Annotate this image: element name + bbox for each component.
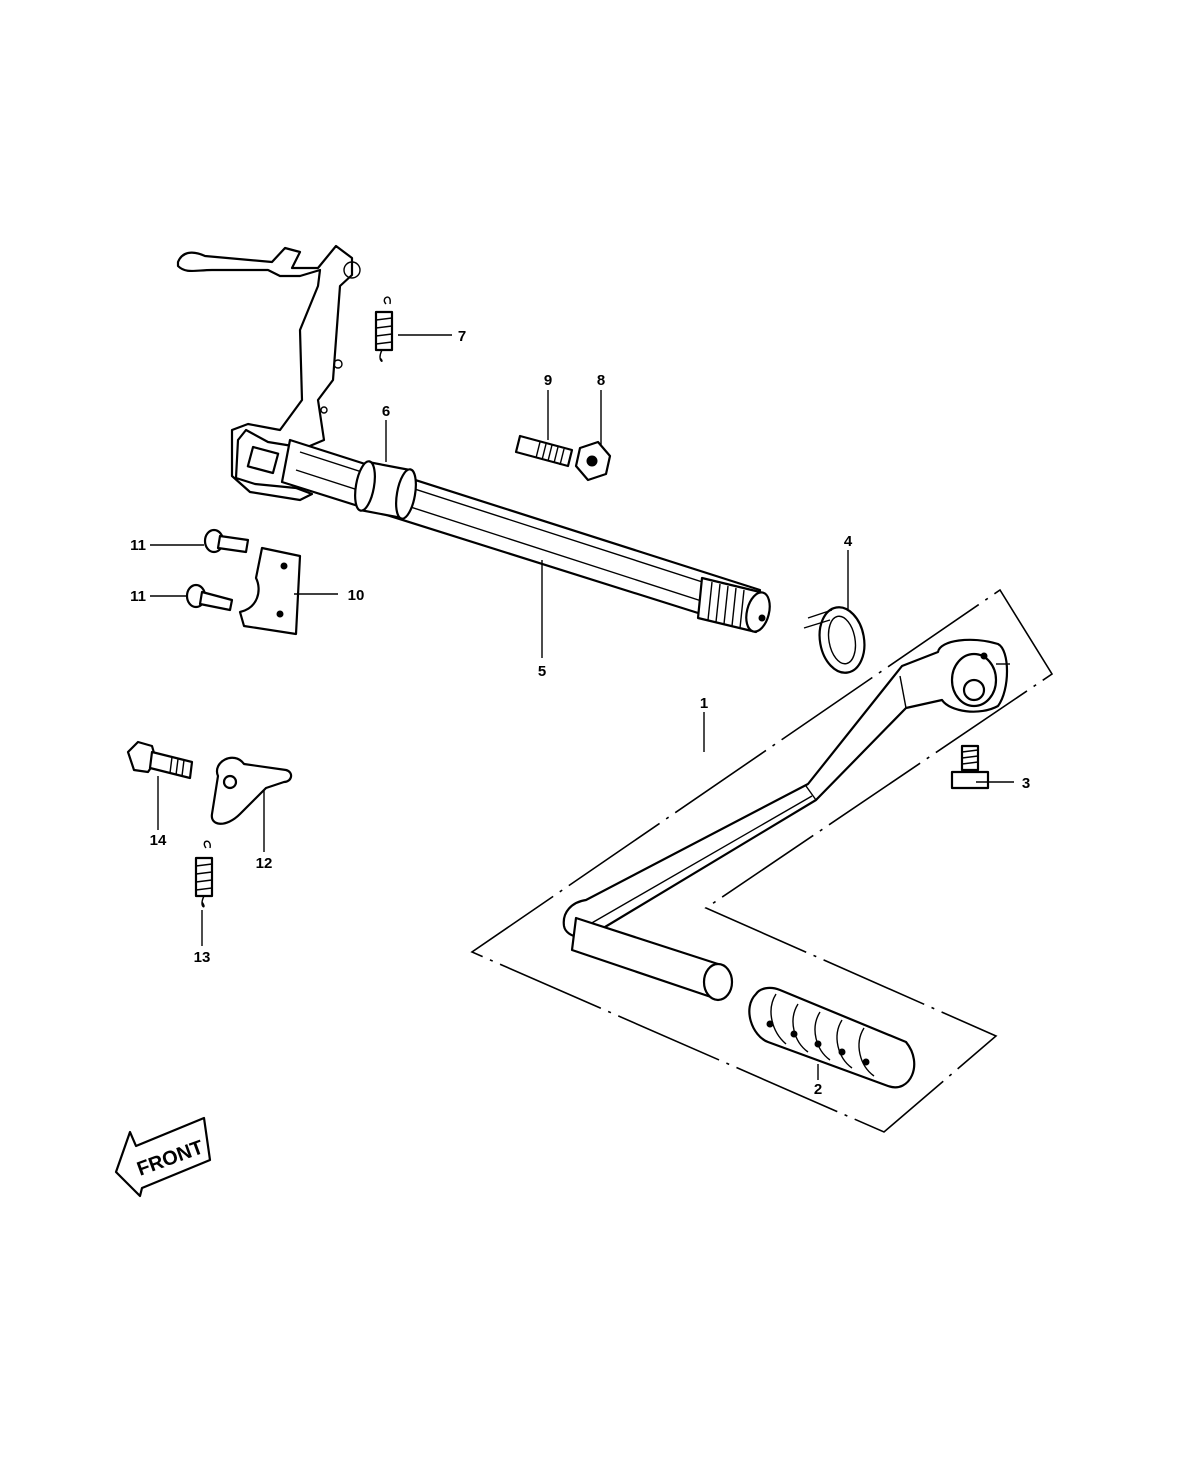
leader-lines (150, 334, 1014, 1080)
callout-1: 1 (700, 695, 708, 712)
guide-plate (238, 546, 302, 636)
callout-3: 3 (1022, 775, 1030, 792)
callout-labels: 1 2 3 4 5 6 7 8 9 10 11 11 12 13 14 (130, 328, 1030, 1098)
stud-bolt (514, 434, 574, 468)
callout-12: 12 (256, 855, 273, 872)
callout-11-lower: 11 (130, 588, 146, 605)
callout-13: 13 (194, 949, 211, 966)
callout-7: 7 (458, 328, 466, 345)
bolt-upper (203, 528, 250, 554)
shift-shaft-assembly (176, 244, 771, 634)
hex-nut (574, 440, 612, 482)
callout-11-upper: 11 (130, 537, 146, 554)
callout-14: 14 (150, 832, 167, 849)
bolt-lower (185, 583, 234, 612)
stopper-arm (210, 756, 293, 825)
callout-10: 10 (348, 587, 365, 604)
callout-6: 6 (382, 403, 390, 420)
front-arrow-icon: FRONT (114, 1116, 212, 1198)
callout-5: 5 (538, 663, 546, 680)
pivot-bolt (126, 740, 194, 780)
pinch-bolt (950, 744, 990, 790)
return-spring-upper (374, 296, 394, 362)
callout-2: 2 (814, 1081, 822, 1098)
circlip (803, 606, 866, 674)
callout-8: 8 (597, 372, 605, 389)
assembly-outline (470, 588, 1054, 1133)
callout-9: 9 (544, 372, 552, 389)
pedal-rubber (748, 986, 916, 1089)
return-spring-lower (194, 840, 214, 908)
callout-4: 4 (844, 533, 853, 550)
shift-pedal (562, 638, 1010, 1002)
